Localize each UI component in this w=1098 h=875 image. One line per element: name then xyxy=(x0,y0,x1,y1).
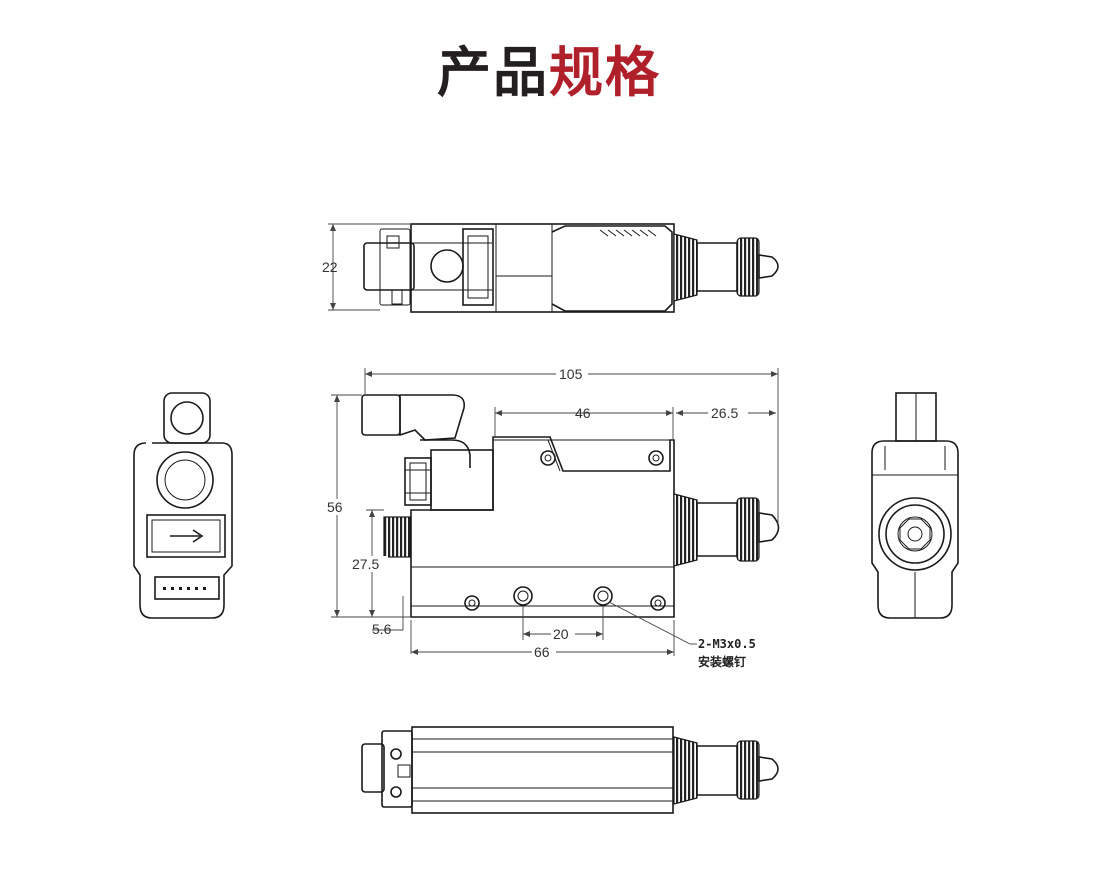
dim-overall-height: 56 xyxy=(327,499,343,515)
pin-row xyxy=(163,587,206,590)
title-part-2: 规格 xyxy=(549,41,661,104)
dim-body-length: 46 xyxy=(575,405,591,421)
top-view: 22 xyxy=(322,223,779,313)
dim-hole-spacing: 20 xyxy=(553,626,569,642)
callout-thread: 2-M3x0.5 xyxy=(698,637,756,651)
title-part-1: 产品 xyxy=(437,41,549,104)
dim-offset: 5.6 xyxy=(372,621,392,637)
page-title: 产品规格 xyxy=(0,46,1098,100)
right-end-view xyxy=(871,392,959,619)
left-end-view xyxy=(133,392,233,619)
dim-nozzle-length: 26.5 xyxy=(711,405,738,421)
vent-grooves xyxy=(599,229,657,237)
dim-lower-height: 27.5 xyxy=(352,556,379,572)
dim-base-length: 66 xyxy=(534,644,550,660)
dim-top-height: 22 xyxy=(322,259,338,275)
front-view: 105 46 26.5 56 27.5 5.6 20 xyxy=(326,366,780,669)
bottom-view xyxy=(361,726,779,814)
dim-overall-length: 105 xyxy=(559,366,583,382)
callout-label: 安装螺钉 xyxy=(698,654,746,669)
